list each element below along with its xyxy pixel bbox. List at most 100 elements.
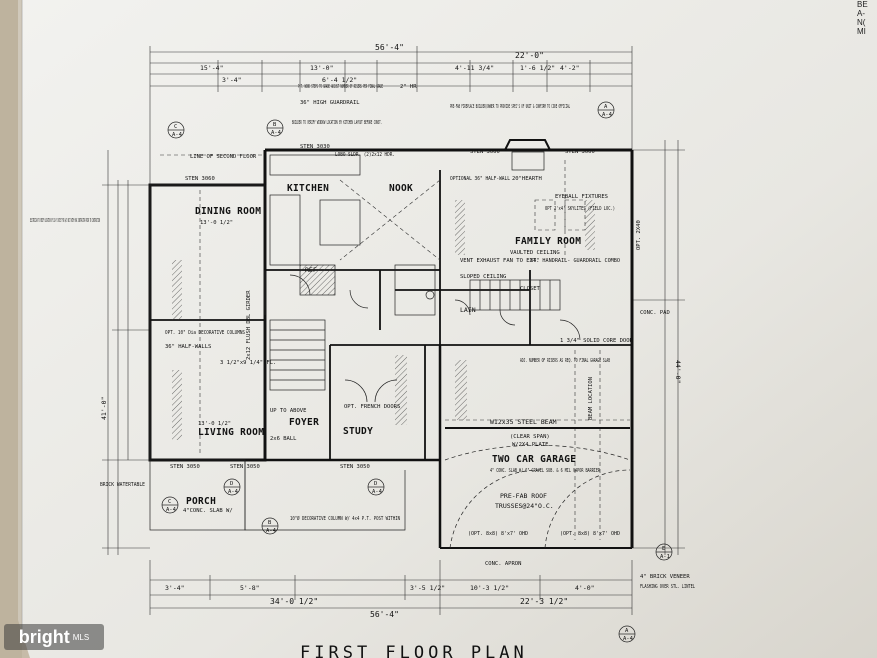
room-label-foyer: FOYER: [289, 417, 319, 428]
note-brick-veneer: 4" BRICK VENEER: [640, 574, 690, 580]
note-skylites: OPT 2'x4' SKYLITES (FIELD LOC.): [545, 206, 615, 212]
svg-text:A-4: A-4: [228, 489, 239, 495]
room-label-garage: TWO CAR GARAGE: [492, 454, 576, 465]
note-builder-window: BUILDER TO VERIFY WINDOW LOCATION BY KIT…: [292, 120, 382, 126]
note-line-second: LINE OF SECOND FLOOR: [190, 154, 257, 160]
section-marker: A A-4: [597, 101, 615, 119]
note-fireplace: PRE-FAB FIREPLACE BUILDER/OWNER TO PROVI…: [450, 104, 570, 110]
note-hr: 2" HR: [400, 84, 417, 90]
note-ldr: LOBO SLDR. (2)2x12 HDR.: [335, 152, 395, 158]
drawing-title: FIRST FLOOR PLAN: [300, 643, 528, 658]
svg-text:A-1: A-1: [660, 554, 670, 560]
dim-right-top: 22'-0": [515, 51, 544, 60]
note-decor-col: OPT. 10" Dia DECORATIVE COLUMNS: [165, 330, 245, 336]
section-marker: D A-4: [223, 478, 241, 496]
svg-text:A-4: A-4: [271, 130, 282, 136]
note-beam-location: BEAM LOCATION: [588, 377, 594, 420]
room-label-dining: DINING ROOM: [195, 206, 261, 217]
svg-text:A-4: A-4: [166, 507, 177, 513]
note-electrician: ELECTRICIAN TO VERIFY LOCATION OF 120-Y …: [30, 218, 100, 224]
note-eyeball: EYEBALL FIXTURES: [555, 194, 608, 200]
note-ohd-2: (OPT. 8x8) 8'x7' OHD: [560, 531, 620, 537]
note-guardrail: 36" HIGH GUARDRAIL: [300, 100, 360, 106]
svg-text:A-4: A-4: [623, 636, 634, 642]
window-tag-1: STEN 3060: [185, 176, 215, 182]
window-tag-8: OPT. 2X40: [636, 220, 642, 250]
dim-dining-width: 13'-0 1/2": [200, 220, 233, 226]
dim-bot-3: 3'-5 1/2": [410, 584, 445, 592]
note-steel-beam: W12x35 STEEL BEAM: [490, 418, 557, 426]
note-apron: CONC. APRON: [485, 561, 521, 567]
dim-bot-2: 5'-8": [240, 584, 260, 592]
svg-text:A-4: A-4: [602, 112, 613, 118]
window-tag-7: STEN 3030: [300, 144, 330, 150]
room-label-family: FAMILY ROOM: [515, 236, 581, 247]
svg-text:B: B: [273, 122, 277, 128]
room-label-lain: LAIN: [460, 306, 476, 314]
room-label-ref: REF: [305, 266, 317, 274]
room-label-porch: PORCH: [186, 496, 216, 507]
room-labels: DINING ROOM 13'-0 1/2" KITCHEN NOOK FAMI…: [186, 183, 581, 507]
svg-text:A: A: [604, 104, 608, 110]
dim-seg-3: 13'-0": [310, 64, 333, 72]
window-tag-4: STEN 3050: [170, 464, 200, 470]
note-hearth: 20"HEARTH: [512, 176, 542, 182]
section-marker: C A-4: [167, 121, 185, 139]
svg-text:E: E: [662, 546, 665, 552]
svg-text:D: D: [374, 481, 377, 487]
paper-sheet: [18, 0, 877, 658]
note-columns: 10"Ø DECORATIVE COLUMN W/ 4x4 P.T. POST …: [290, 515, 400, 522]
svg-text:B: B: [268, 520, 272, 526]
section-marker: B A-4: [261, 517, 279, 535]
dim-seg-1: 15'-4": [200, 64, 223, 72]
note-plate: W/2X4 PLATE: [512, 442, 548, 448]
window-tag-6: STEN 3050: [340, 464, 370, 470]
dim-overall-bottom: 56'-4": [370, 610, 399, 619]
note-handrail: 34" HANDRAIL- GUARDRAIL COMBO: [530, 258, 620, 264]
dim-left-side: 41'-0": [100, 397, 108, 420]
section-marker: D A-4: [367, 478, 385, 496]
note-pl: 3 1/2"x9 1/4" FL.: [220, 360, 276, 366]
room-label-study: STUDY: [343, 426, 373, 437]
note-french: OPT. FRENCH DOORS: [344, 404, 400, 410]
dim-seg-5: 4'-11 3/4": [455, 64, 494, 72]
note-half-wall: OPTIONAL 36" HALF-WALL: [450, 176, 511, 182]
dim-seg-7: 4'-2": [560, 64, 580, 72]
svg-text:C: C: [174, 124, 177, 130]
svg-text:D: D: [230, 481, 233, 487]
top-dimensions: 56'-4" 22'-0" 15'-4" 3'-4" 13'-0" 6'-4 1…: [149, 43, 633, 185]
dim-seg-2: 3'-4": [222, 76, 242, 84]
dim-right-bottom: 22'-3 1/2": [520, 597, 568, 606]
svg-text:A-4: A-4: [172, 132, 183, 138]
dashed-lines: [160, 154, 630, 540]
sheet-corner-text: BE A- N( MI: [857, 0, 868, 36]
note-sloped: SLOPED CEILING: [460, 274, 506, 280]
note-ohd-1: (OPT. 8x8) 8'x7' OHD: [468, 531, 528, 537]
note-roof: PRE-FAB ROOF: [500, 492, 547, 500]
section-markers: C A-4 B A-4 A A-4 D A-4 D A-4 C A-4: [161, 101, 673, 643]
svg-text:A-4: A-4: [266, 528, 277, 534]
note-dbl-girder: 2x12 FLUSH DBL GIRDER: [246, 290, 252, 360]
exterior-walls: [148, 139, 634, 549]
svg-text:C: C: [168, 499, 171, 505]
note-adj-risers: ADJ. NUMBER OF RISERS AS REQ. TO FINAL G…: [520, 358, 610, 364]
window-tag-5: STEN 3050: [230, 464, 260, 470]
dim-bot-4: 10'-3 1/2": [470, 584, 509, 592]
note-conc-pad: CONC. PAD: [640, 310, 670, 316]
dim-left-bottom: 34'-0 1/2": [270, 597, 318, 606]
note-clear-span: (CLEAR SPAN): [510, 434, 550, 440]
section-marker: E A-1: [655, 543, 673, 561]
note-steps: P.T. WOOD STEPS TO GRADE ADJUST NUMBER O…: [298, 84, 383, 90]
dim-bot-5: 4'-0": [575, 584, 595, 592]
note-to-above: UP TO ABOVE: [270, 408, 306, 414]
note-porch-slab: 4"CONC. SLAB W/: [183, 508, 233, 514]
room-label-living: LIVING ROOM: [198, 427, 264, 438]
room-label-closet: CLOSET: [520, 286, 541, 292]
section-marker: C A-4: [161, 496, 179, 514]
note-brick: BRICK WATERTABLE: [100, 482, 145, 488]
note-studs: 2x6 BALL: [270, 436, 297, 442]
note-flashing: FLASHING OVER STL. LINTEL: [640, 584, 695, 590]
note-vent: VENT EXHAUST FAN TO EXT.: [460, 258, 539, 264]
